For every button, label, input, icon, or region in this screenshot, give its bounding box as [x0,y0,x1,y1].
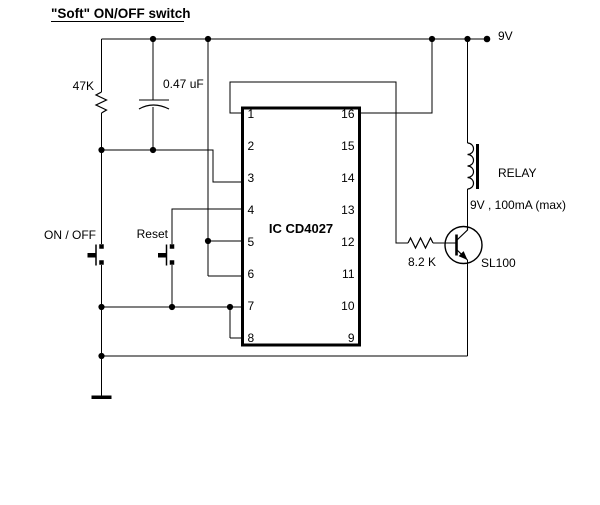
junction-dot [149,146,157,154]
junction-dot [464,35,471,43]
reset-actuator [158,253,167,258]
ic-pin-10-label: 10 [341,299,355,313]
junction-dot [226,303,234,311]
junction-dot [168,303,176,311]
transistor-circle [444,225,483,265]
ic-pin-labels-right: 16 15 14 13 12 11 10 9 [341,107,355,345]
ic-pin-12-label: 12 [341,235,355,249]
wire-reset-to-pin4 [171,208,243,307]
junction-dot [204,237,212,245]
power-rail-label: 9V [498,29,513,43]
on-off-actuator [87,253,96,258]
power-terminal-dot [483,35,491,43]
ic-pin-4-label: 4 [248,203,255,217]
capacitor-label: 0.47 uF [163,77,204,91]
ic-pin-16-label: 16 [341,107,355,121]
wires [100,38,487,396]
junction-dot [428,35,436,43]
relay-label: RELAY [498,166,536,180]
relay-coil [467,142,475,190]
resistor-47k-label: 47K [73,79,94,93]
ic-pin-15-label: 15 [341,139,355,153]
relay-rating-label: 9V , 100mA (max) [470,198,566,212]
resistor-8k2-label: 8.2 K [408,255,436,269]
transistor-collector [456,226,469,241]
ic-pin-6-label: 6 [248,267,255,281]
on-off-switch-label: ON / OFF [44,228,96,242]
junction-dot [98,146,105,154]
transistor-emitter-arrow [458,251,468,260]
transistor-label: SL100 [481,256,516,270]
ic-pin-14-label: 14 [341,171,355,185]
on-off-contact-top [99,244,104,249]
resistor-47k-body [94,91,108,114]
ic-pin-5-label: 5 [248,235,255,249]
ic-pin-7-label: 7 [248,299,255,313]
ic-body [241,106,361,347]
reset-switch-label: Reset [137,227,169,241]
ic-pin-11-label: 11 [342,267,355,281]
reset-switch [158,244,175,266]
relay [467,142,479,190]
ic-pin-labels-left: 1 2 3 4 5 6 7 8 [248,107,255,345]
ic-pin-2-label: 2 [248,139,255,153]
junction-dots [98,35,491,360]
wire-switchnet-to-pin3 [101,149,243,183]
ic-pin-9-label: 9 [348,331,355,345]
on-off-switch [87,244,104,266]
wire-pin1-to-base-resistor [229,81,408,244]
resistor-8k2-body [407,236,434,250]
reset-contact-top [169,244,175,249]
ic-label: IC CD4027 [269,221,333,236]
reset-contact-bottom [169,260,175,265]
transistor-sl100 [444,225,483,265]
wire-pin16-to-rail [359,39,433,114]
page-title: "Soft" ON/OFF switch [51,6,191,21]
capacitor-curved-plate [138,104,170,110]
junction-dot [149,35,157,43]
ic-pin-3-label: 3 [248,171,255,185]
capacitor-body [138,99,170,110]
ic-pin-13-label: 13 [341,203,355,217]
wire-to-pin7-pin8 [101,306,243,339]
on-off-contact-bottom [99,260,104,265]
ic-cd4027: IC CD4027 1 2 3 4 5 6 7 8 16 15 14 13 12… [241,106,361,347]
junction-dot [98,352,105,360]
junction-dot [204,35,212,43]
ic-pin-8-label: 8 [248,331,255,345]
ic-pin-1-label: 1 [248,107,255,121]
junction-dot [98,303,105,311]
wire-rail-to-pin5-pin6 [207,39,243,277]
